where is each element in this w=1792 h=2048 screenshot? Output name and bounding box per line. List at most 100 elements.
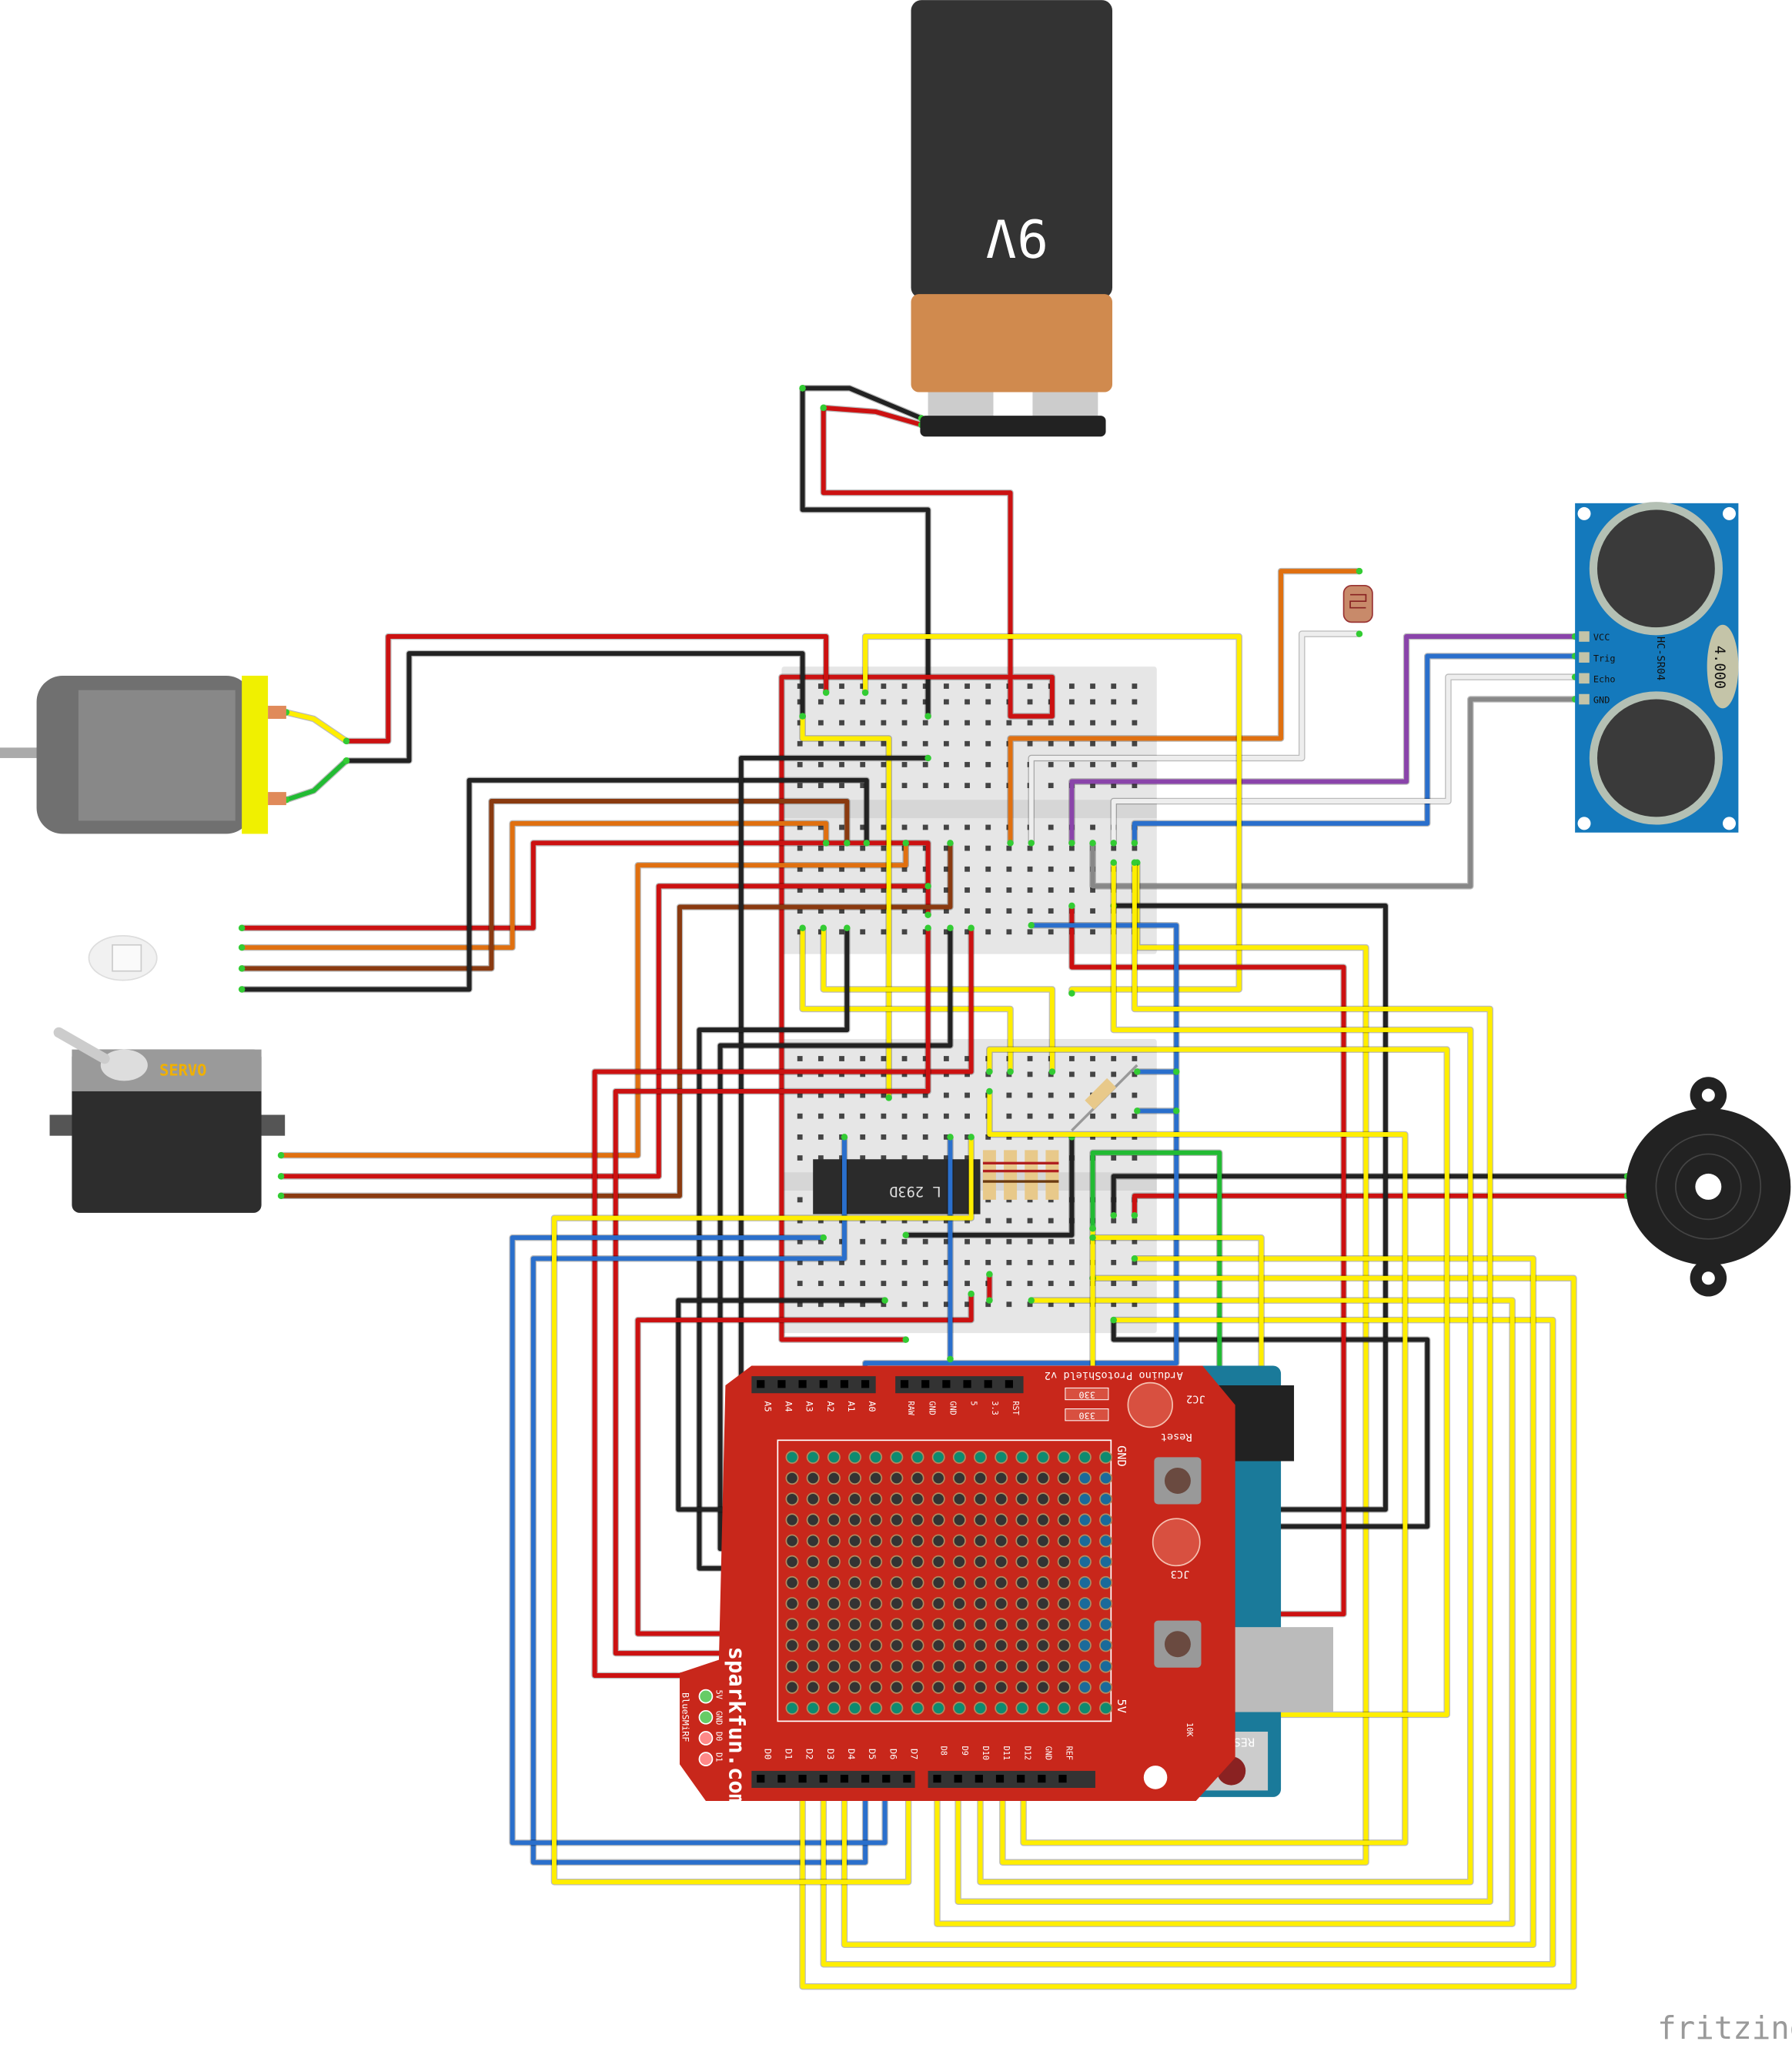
wire-endpoint[interactable] xyxy=(881,1297,888,1304)
breadboard-hole[interactable] xyxy=(860,1259,866,1265)
proto-hole[interactable] xyxy=(1099,1575,1113,1589)
proto-hole[interactable] xyxy=(1057,1513,1071,1527)
breadboard-hole[interactable] xyxy=(1111,699,1117,705)
breadboard-hole[interactable] xyxy=(1132,1301,1138,1308)
proto-hole[interactable] xyxy=(1057,1472,1071,1485)
breadboard-hole[interactable] xyxy=(839,824,844,830)
wire-grey[interactable] xyxy=(1090,697,1576,889)
proto-hole[interactable] xyxy=(974,1639,988,1652)
wire-endpoint[interactable] xyxy=(1028,1297,1035,1304)
breadboard-hole[interactable] xyxy=(881,699,887,705)
breadboard-hole[interactable] xyxy=(1027,1259,1033,1265)
wire-endpoint[interactable] xyxy=(343,757,350,764)
proto-hole[interactable] xyxy=(1015,1450,1029,1464)
breadboard-hole[interactable] xyxy=(1068,1301,1075,1308)
proto-hole[interactable] xyxy=(1036,1639,1050,1652)
wire-yellow[interactable] xyxy=(955,862,1493,1904)
proto-hole[interactable] xyxy=(785,1492,799,1506)
breadboard-hole[interactable] xyxy=(860,887,866,893)
breadboard-hole[interactable] xyxy=(943,1134,949,1140)
breadboard-hole[interactable] xyxy=(943,887,949,893)
proto-hole[interactable] xyxy=(890,1659,904,1673)
proto-hole[interactable] xyxy=(952,1639,966,1652)
breadboard-hole[interactable] xyxy=(1027,1134,1033,1140)
breadboard-hole[interactable] xyxy=(1006,1281,1012,1286)
breadboard-hole[interactable] xyxy=(943,1281,949,1286)
breadboard-hole[interactable] xyxy=(839,1092,844,1098)
breadboard-hole[interactable] xyxy=(1027,740,1033,747)
breadboard-hole[interactable] xyxy=(1027,720,1033,726)
breadboard-hole[interactable] xyxy=(901,1281,908,1286)
breadboard-hole[interactable] xyxy=(860,845,866,851)
wire-endpoint[interactable] xyxy=(1007,840,1014,847)
breadboard-hole[interactable] xyxy=(1006,1218,1012,1224)
proto-hole[interactable] xyxy=(806,1680,820,1694)
wire-black[interactable] xyxy=(800,388,931,717)
breadboard-hole[interactable] xyxy=(1048,720,1054,726)
wire-endpoint[interactable] xyxy=(885,1094,892,1101)
breadboard-hole[interactable] xyxy=(817,699,824,705)
proto-hole[interactable] xyxy=(1036,1492,1050,1506)
proto-hole[interactable] xyxy=(974,1513,988,1527)
proto-hole[interactable] xyxy=(1057,1492,1071,1506)
breadboard-hole[interactable] xyxy=(797,1259,803,1265)
proto-hole[interactable] xyxy=(1015,1575,1029,1589)
proto-hole[interactable] xyxy=(974,1450,988,1464)
breadboard-hole[interactable] xyxy=(817,845,824,851)
proto-hole[interactable] xyxy=(931,1555,945,1569)
proto-hole[interactable] xyxy=(827,1680,841,1694)
breadboard-hole[interactable] xyxy=(797,762,803,767)
breadboard-hole[interactable] xyxy=(901,762,908,767)
header-pin[interactable] xyxy=(1017,1775,1025,1783)
breadboard-hole[interactable] xyxy=(1006,1238,1012,1245)
proto-hole[interactable] xyxy=(911,1575,924,1589)
proto-hole[interactable] xyxy=(806,1450,820,1464)
wire-endpoint[interactable] xyxy=(1068,990,1075,997)
breadboard-hole[interactable] xyxy=(860,783,866,789)
wire-endpoint[interactable] xyxy=(1356,630,1363,637)
breadboard-hole[interactable] xyxy=(881,1155,887,1161)
header-pin[interactable] xyxy=(819,1775,827,1783)
wire-endpoint[interactable] xyxy=(968,1290,975,1298)
breadboard-hole[interactable] xyxy=(797,1155,803,1161)
wire-endpoint[interactable] xyxy=(902,1336,909,1343)
breadboard-hole[interactable] xyxy=(1068,762,1075,767)
proto-hole[interactable] xyxy=(848,1513,862,1527)
proto-hole[interactable] xyxy=(1015,1513,1029,1527)
proto-hole[interactable] xyxy=(1057,1618,1071,1632)
proto-hole[interactable] xyxy=(974,1701,988,1715)
breadboard-hole[interactable] xyxy=(1068,1092,1075,1098)
wire-endpoint[interactable] xyxy=(1172,1108,1180,1114)
breadboard-hole[interactable] xyxy=(1027,1218,1033,1224)
proto-hole[interactable] xyxy=(1078,1472,1092,1485)
breadboard-hole[interactable] xyxy=(943,740,949,747)
proto-hole[interactable] xyxy=(1036,1575,1050,1589)
wire-purple[interactable] xyxy=(1069,634,1576,844)
proto-hole[interactable] xyxy=(1057,1701,1071,1715)
breadboard-hole[interactable] xyxy=(1048,908,1054,914)
breadboard-hole[interactable] xyxy=(985,1259,991,1265)
breadboard-hole[interactable] xyxy=(1090,1113,1095,1119)
breadboard-hole[interactable] xyxy=(881,908,887,914)
breadboard-hole[interactable] xyxy=(943,866,949,872)
breadboard-hole[interactable] xyxy=(1027,887,1033,893)
wire-endpoint[interactable] xyxy=(1110,840,1117,847)
wire-endpoint[interactable] xyxy=(1131,1212,1138,1219)
proto-hole[interactable] xyxy=(869,1534,883,1548)
breadboard-hole[interactable] xyxy=(965,1155,970,1161)
breadboard-hole[interactable] xyxy=(985,1134,991,1140)
breadboard-hole[interactable] xyxy=(922,1071,928,1077)
breadboard-hole[interactable] xyxy=(1006,1134,1012,1140)
breadboard-hole[interactable] xyxy=(860,929,866,935)
proto-hole[interactable] xyxy=(827,1639,841,1652)
breadboard-hole[interactable] xyxy=(1027,683,1033,689)
breadboard-hole[interactable] xyxy=(860,1071,866,1077)
proto-hole[interactable] xyxy=(1078,1492,1092,1506)
wire-endpoint[interactable] xyxy=(1068,902,1075,910)
breadboard-hole[interactable] xyxy=(965,929,970,935)
breadboard-hole[interactable] xyxy=(881,1071,887,1077)
proto-hole[interactable] xyxy=(806,1597,820,1611)
proto-hole[interactable] xyxy=(911,1618,924,1632)
proto-hole[interactable] xyxy=(1099,1618,1113,1632)
breadboard-hole[interactable] xyxy=(881,783,887,789)
